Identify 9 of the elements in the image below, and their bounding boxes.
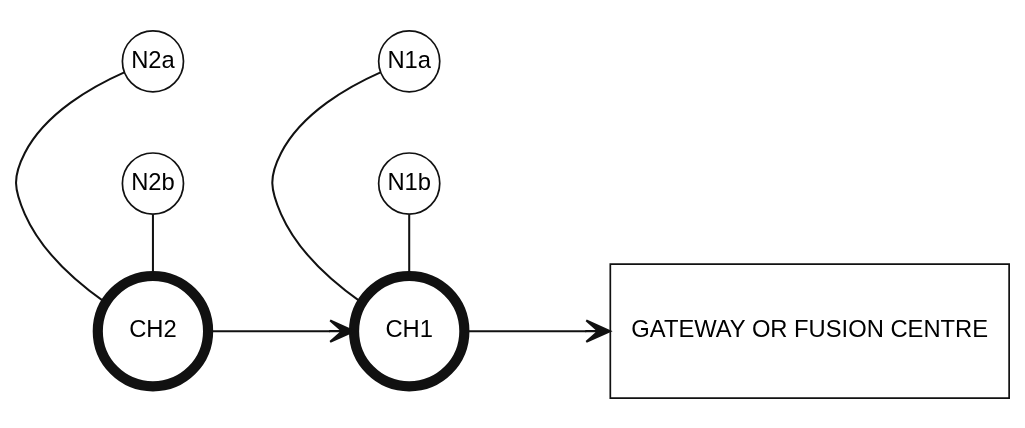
- node-circle: N1a: [377, 29, 441, 93]
- node-circle: N1b: [377, 151, 441, 215]
- node-box: GATEWAY OR FUSION CENTRE: [609, 262, 1010, 399]
- connector: [271, 70, 381, 303]
- node-circle: N2b: [121, 151, 185, 215]
- node-circle: N2a: [121, 29, 185, 93]
- node-circle: CH2: [92, 270, 214, 391]
- connector: [15, 70, 125, 303]
- node-circle: CH1: [348, 270, 470, 391]
